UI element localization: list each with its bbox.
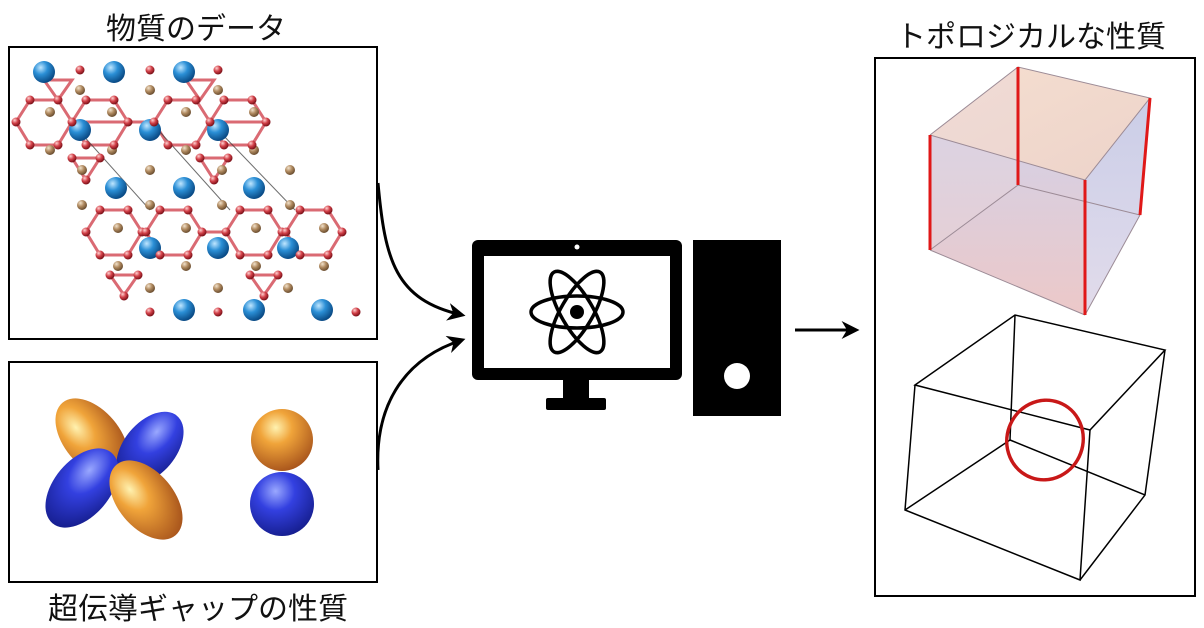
topological-properties-label: トポロジカルな性質: [896, 20, 1166, 55]
nodal-ring-cube-image: [904, 314, 1167, 582]
pc-tower-icon: [693, 240, 781, 416]
crystal-structure-panel: [8, 46, 378, 340]
monitor-with-atom-icon: [472, 240, 682, 410]
gap-arrow: [376, 335, 466, 471]
superconducting-gap-label: 超伝導ギャップの性質: [48, 592, 348, 627]
p-wave-orbital-image: [250, 409, 314, 536]
data-arrow: [376, 182, 466, 321]
crystal-structure-image: [11, 61, 361, 321]
d-wave-orbital-image: [45, 398, 184, 540]
material-data-label: 物質のデータ: [106, 12, 286, 47]
hinge-state-cube-image: [928, 66, 1152, 316]
